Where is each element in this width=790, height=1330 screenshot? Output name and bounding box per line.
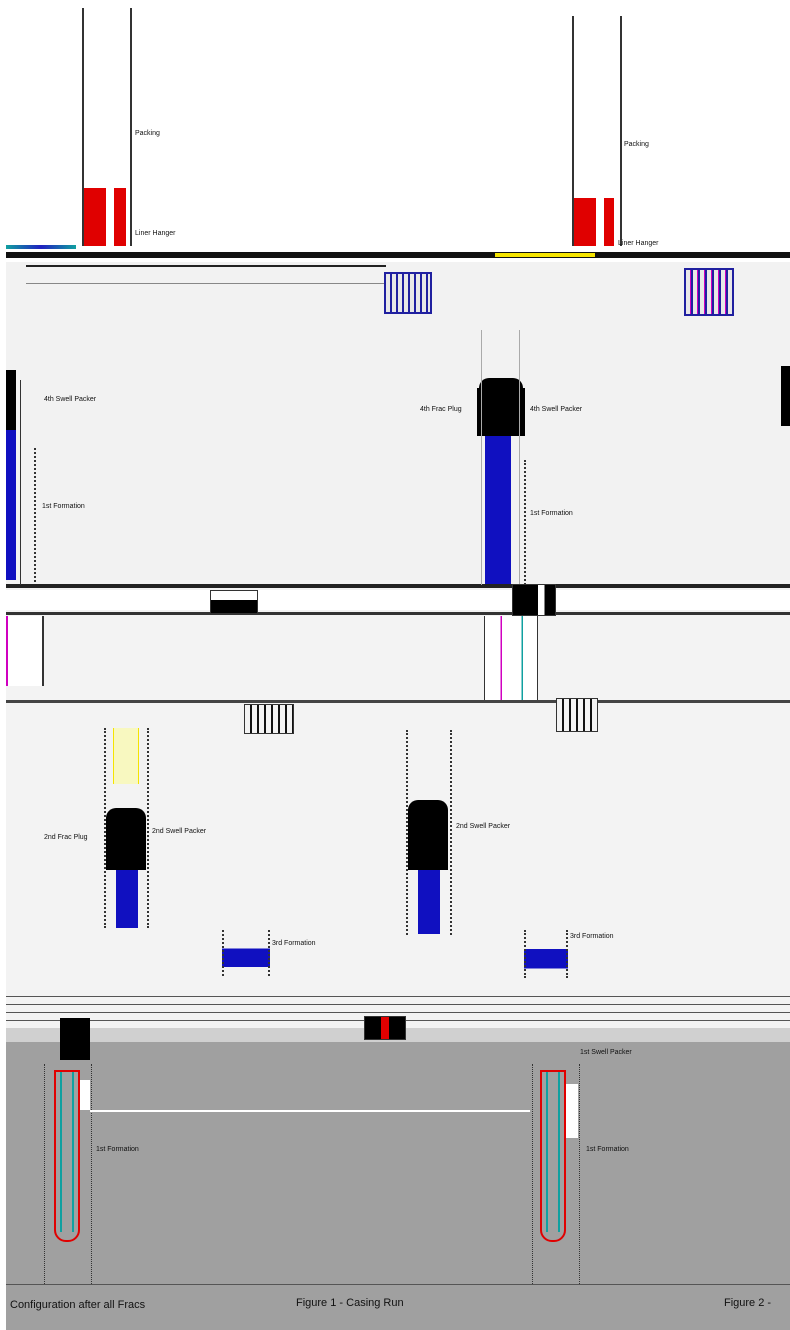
label-2nd-swell-packer-left: 2nd Swell Packer	[152, 828, 207, 835]
top-right-casing-block-left	[574, 198, 596, 246]
middle-top-rule-2	[26, 283, 386, 284]
lower-left-wall-l	[104, 728, 106, 928]
label-liner-hanger-left: Liner Hanger	[135, 230, 176, 237]
middle-right-packer	[781, 366, 790, 426]
lower-left-tubing	[116, 870, 138, 928]
bottom-left-tubing-teal	[60, 1072, 74, 1232]
lower-rule-1	[6, 996, 790, 997]
middle-center-packer	[477, 388, 525, 436]
bottom-right-tubing-red	[540, 1070, 566, 1242]
middle-glyph-cluster-1	[384, 272, 432, 314]
bottom-connector-line	[90, 1110, 530, 1112]
lower-center-tubing	[418, 870, 440, 934]
label-liner-hanger-right: Liner Hanger	[618, 240, 659, 247]
separator-band-4	[6, 700, 790, 703]
label-3rd-formation-left: 3rd Formation	[272, 940, 316, 947]
lower-rule-2	[6, 1004, 790, 1005]
top-left-well-casing	[82, 8, 132, 246]
top-right-casing-block-right	[604, 198, 614, 246]
middle-panel	[6, 262, 790, 590]
bottom-right-tubing-teal	[546, 1072, 560, 1232]
bottom-ground-line	[6, 1284, 790, 1285]
label-packing-left: Packing	[135, 130, 160, 137]
middle-center-tubing	[485, 436, 511, 584]
bottom-white-bar	[80, 1080, 90, 1110]
lower-left-wall-r	[147, 728, 149, 928]
bottom-left-well	[44, 1064, 92, 1284]
caption-configuration: Configuration after all Fracs	[10, 1299, 146, 1311]
middle-top-rule	[26, 265, 386, 267]
bottom-left-tubing-red	[54, 1070, 80, 1242]
label-4th-frac-plug: 4th Frac Plug	[420, 406, 462, 413]
label-3rd-formation-right: 3rd Formation	[570, 933, 614, 940]
lower-formation-box-left	[222, 930, 270, 976]
lower-connector-left	[6, 616, 44, 686]
label-1st-formation-left: 1st Formation	[42, 503, 85, 510]
bottom-panel	[6, 1042, 790, 1330]
middle-bottom-box-1	[210, 590, 258, 614]
lower-block-center	[364, 1016, 406, 1040]
label-2nd-frac-plug: 2nd Frac Plug	[44, 834, 88, 841]
caption-figure-2: Figure 2 -	[724, 1297, 772, 1309]
bottom-right-white-bar	[566, 1084, 578, 1138]
middle-center-plug-top	[479, 378, 523, 390]
lower-connector-center	[484, 616, 538, 700]
lower-center-wall-l	[406, 730, 408, 935]
lower-formation-box-right	[524, 930, 568, 978]
middle-left-packer	[6, 370, 16, 430]
middle-glyph-cluster-2	[684, 268, 734, 316]
top-left-casing-block-right	[114, 188, 126, 246]
label-1st-formation-bottom-right: 1st Formation	[586, 1146, 629, 1153]
lower-glyph-cluster-1	[244, 704, 294, 734]
middle-left-formation-line	[34, 448, 36, 582]
middle-center-formation-line	[524, 460, 526, 585]
lower-glyph-cluster-2	[556, 698, 598, 732]
label-2nd-swell-packer-center: 2nd Swell Packer	[456, 823, 511, 830]
lower-center-packer	[408, 800, 448, 870]
bottom-right-well	[532, 1064, 580, 1284]
top-green-marker	[6, 245, 76, 249]
middle-center-well-wall-r	[519, 330, 520, 585]
middle-left-casing-line	[20, 380, 21, 585]
lower-left-packer	[106, 808, 146, 870]
label-4th-swell-packer-left: 4th Swell Packer	[44, 396, 97, 403]
label-4th-swell-packer-center: 4th Swell Packer	[530, 406, 583, 413]
label-packing-right: Packing	[624, 141, 649, 148]
label-1st-formation-bottom-left: 1st Formation	[96, 1146, 139, 1153]
caption-figure-1: Figure 1 - Casing Run	[296, 1297, 404, 1309]
separator-band-3	[6, 612, 790, 615]
lower-center-wall-r	[450, 730, 452, 935]
middle-bottom-box-2	[512, 584, 556, 616]
lower-block-left	[60, 1018, 90, 1060]
separator-band-2	[6, 584, 790, 588]
label-1st-formation-center: 1st Formation	[530, 510, 573, 517]
middle-left-tubing	[6, 430, 16, 580]
separator-band-1-highlight	[495, 253, 595, 257]
separator-band-1	[6, 252, 790, 258]
top-left-casing-block-left	[84, 188, 106, 246]
top-right-well-casing	[572, 16, 622, 246]
lower-rule-3	[6, 1012, 790, 1013]
lower-left-highlight	[113, 728, 139, 784]
label-1st-swell-packer: 1st Swell Packer	[580, 1049, 632, 1056]
middle-center-well-wall-l	[481, 330, 482, 585]
